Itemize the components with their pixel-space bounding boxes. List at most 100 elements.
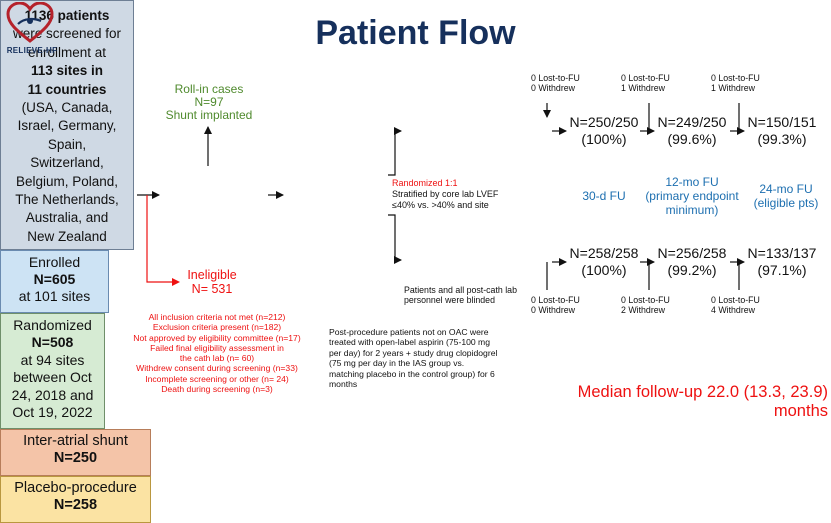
screening-line: Australia, and [25, 210, 109, 226]
ineligible-label: Ineligible N= 531 [182, 268, 242, 296]
ineligible-reason: Failed final eligibility assessment in t… [150, 342, 284, 364]
fu-label-line: (eligible pts) [753, 196, 819, 210]
enrolled-count: N=605 [33, 271, 76, 287]
ineligible-reason: Not approved by eligibility committee (n… [133, 332, 301, 343]
ias-loss-24mo: 0 Lost-to-FU 1 Withdrew [711, 73, 760, 93]
rollin-note: Shunt implanted [165, 108, 253, 122]
withdrew: 0 Withdrew [531, 305, 575, 316]
blinded-note: Patients and all post-cath lab personnel… [404, 285, 517, 306]
screening-line: The Netherlands, [15, 192, 119, 208]
ineligible-reason: Death during screening (n=3) [161, 384, 273, 395]
fu-label-line: (primary endpoint [645, 189, 739, 203]
ias-loss-30d: 0 Lost-to-FU 0 Withdrew [531, 73, 580, 93]
placebo-arm-box: Placebo-procedure N=258 [0, 476, 151, 523]
ineligible-reason: Withdrew consent during screening (n=33) [136, 363, 298, 374]
randomized-line: at 94 sites [20, 351, 85, 368]
randomized-box: Randomized N=508 at 94 sites between Oct… [0, 313, 105, 429]
withdrew: 4 Withdrew [711, 305, 755, 316]
result-pct: (99.3%) [757, 131, 807, 147]
fu-label-12mo: 12-mo FU (primary endpoint minimum) [636, 175, 748, 217]
rollin-title: Roll-in cases [174, 82, 244, 96]
ineligible-reasons: All inclusion criteria not met (n=212) E… [118, 312, 316, 394]
screening-line: Israel, Germany, [17, 118, 117, 134]
randomization-ratio: Randomized 1:1 [392, 178, 458, 188]
placebo-arm-name: Placebo-procedure [14, 480, 137, 496]
lost-to-fu: 0 Lost-to-FU [531, 73, 580, 83]
placebo-loss-12mo: 0 Lost-to-FU 2 Withdrew [621, 295, 670, 315]
lost-to-fu: 0 Lost-to-FU [621, 295, 670, 305]
page-title: Patient Flow [315, 14, 516, 52]
stratification-note: Randomized 1:1 Stratified by core lab LV… [392, 178, 587, 211]
ias-result-24mo: N=150/151 (99.3%) [744, 114, 820, 148]
ineligible-reason: All inclusion criteria not met (n=212) [148, 312, 286, 322]
median-followup: Median follow-up 22.0 (13.3, 23.9) month… [577, 383, 828, 420]
withdrew: 0 Withdrew [531, 83, 575, 94]
withdrew: 1 Withdrew [711, 83, 755, 94]
enrolled-box: Enrolled N=605 at 101 sites [0, 250, 109, 313]
placebo-loss-24mo: 0 Lost-to-FU 4 Withdrew [711, 295, 760, 315]
logo-text: RELIEVE-HF [6, 46, 58, 55]
fu-label-24mo: 24-mo FU (eligible pts) [746, 182, 826, 210]
lost-to-fu: 0 Lost-to-FU [711, 295, 760, 305]
screening-line: Switzerland, [30, 155, 104, 171]
result-ratio: N=256/258 [657, 245, 727, 261]
result-ratio: N=250/250 [569, 114, 639, 130]
screening-line: 113 sites in [30, 63, 104, 79]
ias-arm-count: N=250 [53, 450, 98, 466]
screening-line: were screened for [12, 26, 122, 42]
ineligible-count: N= 531 [191, 282, 233, 296]
ias-arm-box: Inter-atrial shunt N=250 [0, 429, 151, 476]
fu-label-line: 24-mo FU [759, 182, 813, 196]
stratification-line: Stratified by core lab LVEF [392, 189, 499, 199]
ias-arm-name: Inter-atrial shunt [23, 433, 128, 449]
heart-logo-icon [6, 2, 54, 43]
screening-line: enrollment at [27, 44, 107, 60]
result-pct: (99.2%) [667, 262, 717, 278]
screening-line: 11 countries [27, 81, 107, 97]
randomized-line: Randomized [13, 317, 92, 333]
result-ratio: N=133/137 [747, 245, 817, 261]
placebo-loss-30d: 0 Lost-to-FU 0 Withdrew [531, 295, 580, 315]
result-pct: (99.6%) [667, 131, 717, 147]
placebo-result-12mo: N=256/258 (99.2%) [654, 245, 730, 279]
ineligible-reason: Exclusion criteria present (n=182) [152, 322, 282, 333]
lost-to-fu: 0 Lost-to-FU [621, 73, 670, 83]
lost-to-fu: 0 Lost-to-FU [711, 73, 760, 83]
post-procedure-note: Post-procedure patients not on OAC were … [329, 327, 498, 390]
fu-label-line: 12-mo FU [665, 175, 719, 189]
enrolled-sites: at 101 sites [18, 288, 91, 304]
screening-line: (USA, Canada, [21, 100, 113, 116]
ias-result-12mo: N=249/250 (99.6%) [654, 114, 730, 148]
placebo-result-24mo: N=133/137 (97.1%) [744, 245, 820, 279]
screening-line: 1136 patients [24, 8, 110, 23]
randomized-count: N=508 [31, 334, 74, 351]
stratification-line: ≤40% vs. >40% and site [392, 200, 489, 210]
ias-loss-12mo: 0 Lost-to-FU 1 Withdrew [621, 73, 670, 93]
withdrew: 2 Withdrew [621, 305, 665, 316]
arrow-to-ineligible [146, 195, 178, 283]
result-pct: (100%) [581, 131, 627, 147]
randomized-line: 24, 2018 and [11, 386, 94, 403]
lost-to-fu: 0 Lost-to-FU [531, 295, 580, 305]
placebo-result-30d: N=258/258 (100%) [566, 245, 642, 279]
flow-connectors [137, 103, 745, 290]
screening-line: Belgium, Poland, [15, 173, 119, 189]
screening-line: New Zealand [27, 228, 107, 244]
ias-result-30d: N=250/250 (100%) [566, 114, 642, 148]
placebo-arm-count: N=258 [53, 497, 98, 513]
fu-label-line: minimum) [665, 203, 719, 217]
result-pct: (97.1%) [757, 262, 807, 278]
result-ratio: N=249/250 [657, 114, 727, 130]
withdrew: 1 Withdrew [621, 83, 665, 94]
fu-label-30d: 30-d FU [582, 189, 626, 203]
screening-line: Spain, [47, 136, 87, 152]
result-ratio: N=258/258 [569, 245, 639, 261]
result-ratio: N=150/151 [747, 114, 817, 130]
result-pct: (100%) [581, 262, 627, 278]
rollin-count: N=97 [194, 95, 224, 109]
screening-box: 1136 patients were screened for enrollme… [0, 0, 134, 250]
enrolled-title: Enrolled [28, 254, 81, 270]
ineligible-reason: Incomplete screening or other (n= 24) [145, 373, 289, 384]
rollin-label: Roll-in cases N=97 Shunt implanted [164, 83, 254, 122]
ineligible-title: Ineligible [187, 268, 237, 282]
